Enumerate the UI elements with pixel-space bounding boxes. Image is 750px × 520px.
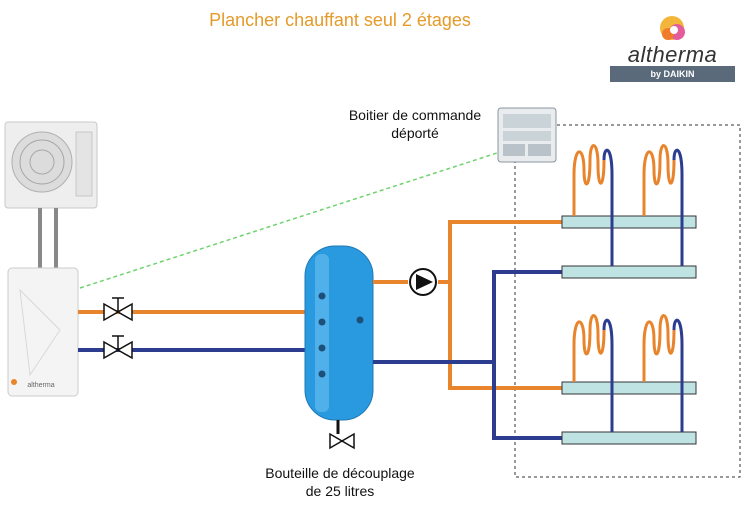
radiator-coil-icon — [572, 314, 614, 432]
logo-brand: altherma — [627, 42, 718, 67]
tank-label-line-2: de 25 litres — [305, 483, 375, 499]
outdoor-unit-icon — [4, 121, 98, 209]
tank-label-line-1: Bouteille de découplage — [265, 465, 415, 481]
valve-icon — [103, 297, 133, 322]
indoor-unit-icon — [7, 267, 79, 397]
decoupling-tank — [304, 245, 374, 434]
control-box-label-line-1: Boitier de commande — [348, 107, 482, 123]
control-box-label: Boitier de commande déporté — [330, 106, 500, 142]
manifold-return-upper — [561, 265, 697, 279]
logo-swirl-icon — [660, 16, 685, 40]
altherma-logo: altherma by DAIKIN — [610, 10, 735, 84]
pump-icon — [409, 268, 437, 296]
control-box-label-line-2: déporté — [391, 125, 439, 141]
manifold-supply-lower — [561, 381, 697, 395]
radiator-coil-icon — [642, 314, 684, 432]
tank-label: Bouteille de découplage de 25 litres — [250, 464, 430, 500]
control-box-icon — [497, 107, 557, 163]
manifold-supply-upper — [561, 215, 697, 229]
indoor-unit-brand: altherma — [27, 382, 55, 389]
control-signal-line — [79, 151, 501, 289]
valve-icon — [103, 335, 133, 360]
radiator-coil-icon — [572, 144, 614, 266]
diagram-title: Plancher chauffant seul 2 étages — [209, 10, 471, 30]
floor-boundary — [514, 124, 741, 478]
logo-byline: by DAIKIN — [610, 66, 735, 82]
valve-icon — [329, 432, 355, 450]
radiator-coil-icon — [642, 144, 684, 266]
manifold-return-lower — [561, 431, 697, 445]
